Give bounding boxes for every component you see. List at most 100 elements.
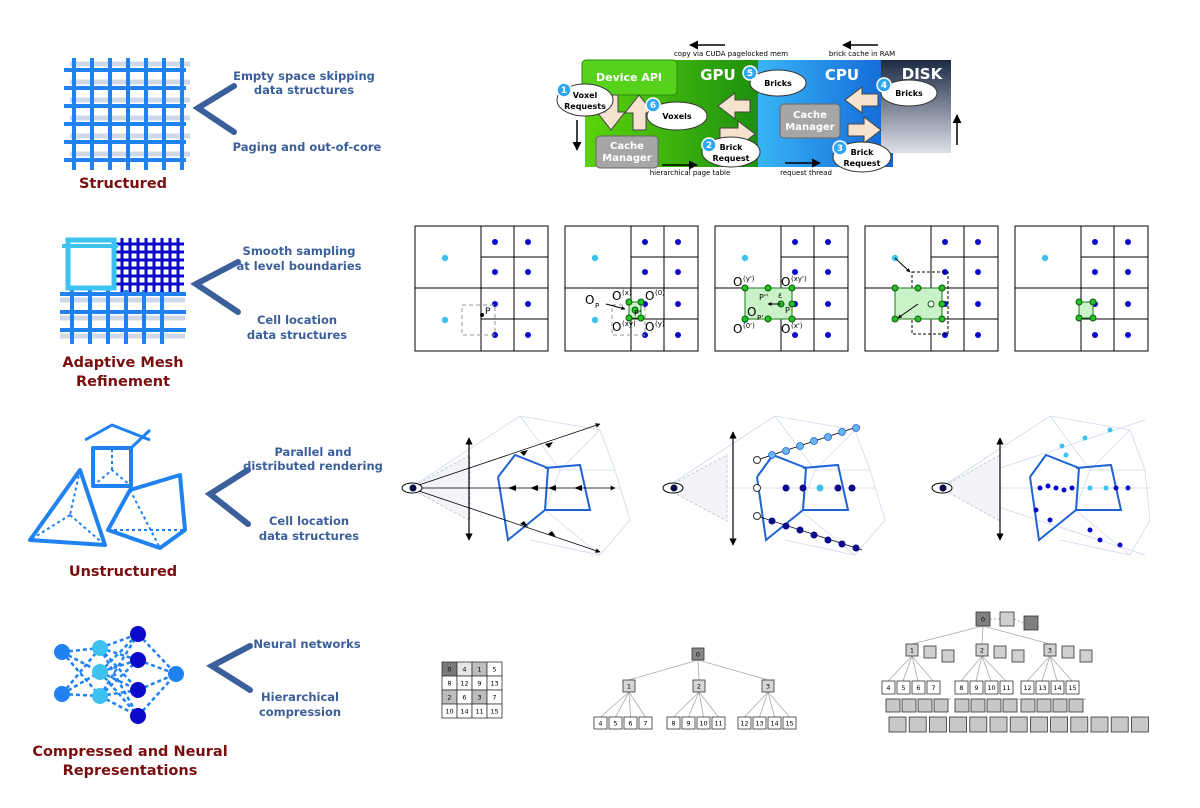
bracket-structured [192,83,237,135]
tree2-brick [1110,716,1129,733]
tree1-node [761,679,775,693]
amr1-p: P [485,307,491,317]
grid-cell-label: 13 [490,679,498,687]
step-5-badge [742,65,758,81]
amr3-oy2: O [733,275,742,289]
tree1-leaf [593,716,608,730]
tree1-node-label: 3 [766,682,770,690]
step-6-label: 6 [650,101,656,111]
tree1-root-label: 0 [696,650,700,658]
bricks-disk-bubble [880,79,938,107]
brick-request-3-line1: Brick [851,148,875,157]
raycast-panel-2 [662,415,886,556]
bracket-amr [190,259,241,315]
cache-manager-cpu-line1: Cache [793,110,827,121]
grid-cell-label: 7 [492,693,496,701]
request-thread-note: request thread [780,169,832,177]
grid-cell-label: 4 [462,665,466,673]
cache-note: brick cache in RAM [829,50,895,58]
tree2-brick [933,698,949,713]
category-structured: Structured [79,176,167,192]
page-table-note: hierarchical page table [650,169,731,177]
amr2-oy: O [645,320,654,334]
amr2-o0: O [645,289,654,303]
tree2-brick [1030,716,1048,733]
bracket-unstructured [204,467,251,527]
tree1-leaf [752,716,767,730]
label-amr-cell-1: Cell location [257,313,337,327]
amr3-op: O [747,305,756,319]
amr3-eps: ε [778,291,782,300]
copy-note: copy via CUDA pagelocked mem [674,50,788,58]
amr2-p-prime: P' [634,309,641,318]
grid-cell-label: 5 [492,665,496,673]
step-4-label: 4 [881,81,887,91]
label-parallel-1: Parallel and [274,445,351,459]
brick-request-3-line2: Request [843,159,880,168]
tree1-leaf-label: 7 [643,719,647,727]
tree1-leaf-label: 6 [628,719,632,727]
tree2-leaf-label: 15 [1068,684,1076,692]
tree2-leaf [926,680,941,695]
tree2-extra-node [1011,649,1025,663]
category-compressed-line2: Representations [63,763,198,779]
amr2-ox: O [612,289,621,303]
amr-panel-4 [864,225,999,352]
tree1-root [691,647,705,661]
tree2-brick [949,716,967,733]
tree2-extra-node [1061,645,1075,659]
tree2-node [1043,643,1057,657]
grid-cell-label: 3 [477,693,481,701]
neural-network-icon [54,626,184,724]
tree1-leaf-label: 8 [671,719,675,727]
amr3-o0: O [733,322,742,336]
grid-cell-label: 9 [477,679,481,687]
bracket-compressed [206,643,253,693]
tree2-brick [885,698,901,713]
amr2-oxy: O [612,320,621,334]
step-1-badge [556,82,572,98]
tree2-brick [901,698,917,713]
cache-manager-gpu-line1: Cache [610,141,644,152]
tree1-leaf [623,716,638,730]
voxel-requests-line2: Requests [564,102,606,111]
tree2-extra-node [999,611,1015,627]
amr-panel-2: O P O (x) O (0) P' O (xy) O (y) [564,225,699,352]
tree1-leaf-label: 13 [755,719,763,727]
tree2-leaf [954,680,969,695]
label-hier-1: Hierarchical [261,690,339,704]
step-4-badge [876,77,892,93]
tree2-extra-node [941,649,955,663]
tree2-node [975,643,989,657]
grid-cell-label: 12 [460,679,468,687]
voxels-label: Voxels [662,112,692,121]
label-empty-space-2: data structures [254,83,354,97]
step-6-badge [645,97,661,113]
category-amr-line2: Refinement [76,374,170,390]
tree2-brick [1050,716,1068,733]
tree2-brick [1131,716,1149,733]
amr3-op-sub: P' [757,314,763,322]
voxels-bubble [646,101,708,131]
grid-cell-label: 0 [447,665,451,673]
amr3-oy2-sup: (y') [743,275,755,283]
tree2-root [975,611,991,627]
tree2-leaf [984,680,999,695]
tree2-brick [929,716,947,733]
tree2-brick [1002,698,1018,713]
tree1-node [622,679,636,693]
cache-manager-cpu-box [779,103,841,139]
tree2-brick [1036,698,1052,713]
tree2-brick [1068,698,1084,713]
disk-panel [881,60,951,153]
grid-cell-label: 1 [477,665,481,673]
tree2-leaf [1035,680,1050,695]
tree1-leaf-label: 12 [740,719,748,727]
raycast-panel-3 [931,415,1151,556]
tree2-brick [954,698,970,713]
label-smooth-2: at level boundaries [236,259,361,273]
tree2-brick [989,716,1008,733]
tree1-leaf [696,716,711,730]
cache-manager-gpu-box [595,135,659,169]
